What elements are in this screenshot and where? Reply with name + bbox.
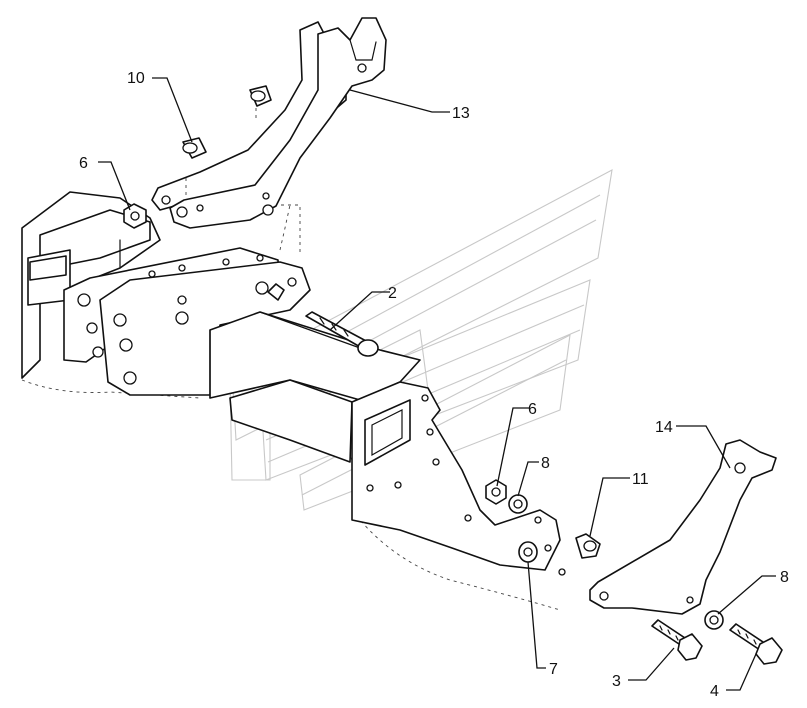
callout-10[interactable]: 10 [127,70,145,87]
callout-2[interactable]: 2 [388,285,397,302]
front-frame [21,191,161,379]
callout-6-lower[interactable]: 6 [528,401,537,418]
leader-lines [98,77,776,691]
nut-6-lower [485,479,507,505]
callout-8-upper[interactable]: 8 [541,455,550,472]
callout-14[interactable]: 14 [655,419,673,436]
callout-6-upper[interactable]: 6 [79,155,88,172]
right-mounting-plate [99,261,311,396]
bushing-10 [182,85,272,159]
bushing-11 [575,533,601,559]
bolt-3 [651,619,703,661]
side-frame-plate [351,381,566,576]
bracket-arm-13 [151,17,387,229]
bolt-4 [729,623,783,665]
washer-7 [518,541,538,563]
callout-labels: 10 13 6 2 6 8 11 14 8 7 3 4 [79,70,789,700]
callout-3[interactable]: 3 [612,673,621,690]
callout-11[interactable]: 11 [632,471,649,488]
callout-4[interactable]: 4 [710,683,719,700]
washer-8-upper [508,494,528,514]
callout-8-lower[interactable]: 8 [780,569,789,586]
pin-2 [305,311,379,357]
bracket-arm-14 [589,439,777,615]
callout-7[interactable]: 7 [549,661,558,678]
cross-beam [209,311,421,463]
washer-8-lower [704,610,724,630]
nut-6-upper [123,203,147,229]
callout-13[interactable]: 13 [452,105,470,122]
